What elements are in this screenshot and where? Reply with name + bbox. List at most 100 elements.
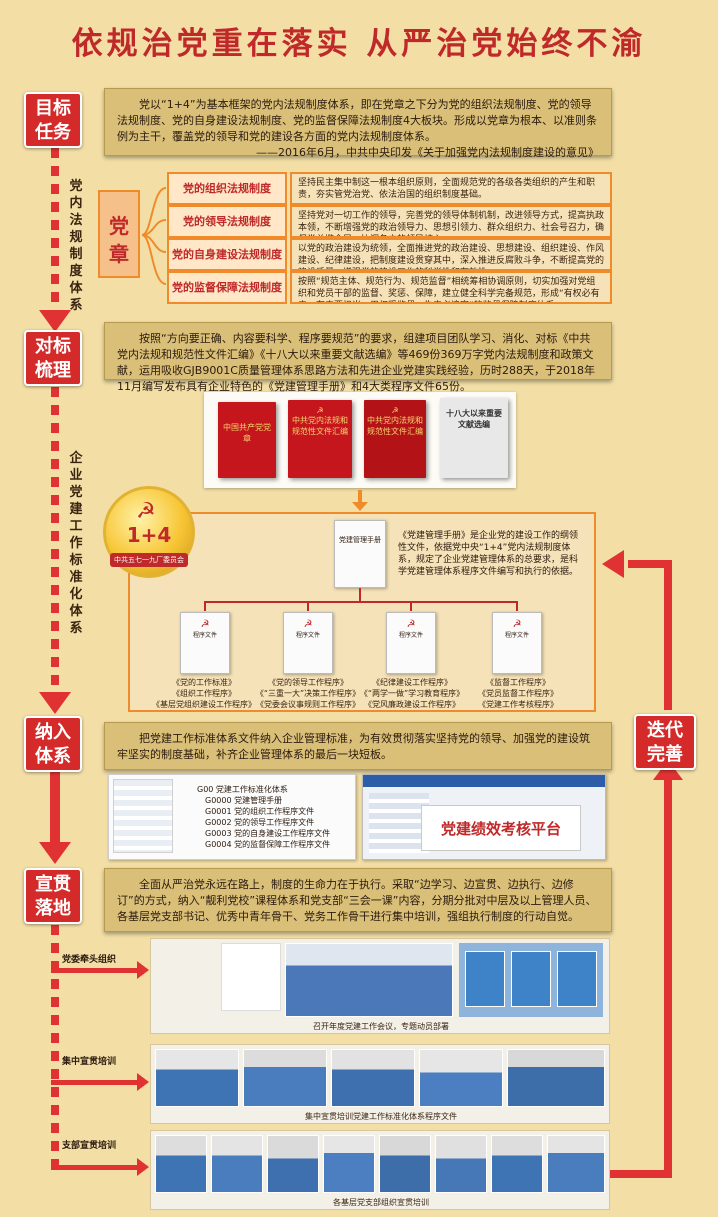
training-label-3: 支部宣贯培训 [62, 1141, 117, 1151]
target-text: 党以“1+4”为基本框架的党内法规制度体系，即在党章之下分为党的组织法规制度、党… [117, 98, 597, 143]
magazine-2 [511, 951, 551, 1007]
books-photo: 中国共产党党章 ☭ 中共党内法规和规范性文件汇编 ☭ 中共党内法规和规范性文件汇… [204, 392, 516, 488]
flow-line-4 [51, 925, 59, 1170]
branch-arrow-1 [137, 961, 149, 979]
tree-item-5: G0004 党的监督保障工作程序文件 [205, 840, 331, 849]
flow-line-2 [51, 387, 59, 697]
tree-item-2: G0001 党的组织工作程序文件 [205, 807, 315, 816]
platform-header [363, 775, 605, 787]
training-photo-doc [221, 943, 281, 1011]
tree-drop-1 [204, 601, 206, 611]
platform-screenshot: 党建绩效考核平台 [362, 774, 606, 860]
flow-line-3 [50, 772, 60, 847]
implement-text: 全面从严治党永远在路上，制度的生命力在于执行。采取“边学习、边宣贯、边执行、边修… [117, 878, 597, 923]
tree-root-line [359, 588, 361, 602]
branch-arrow-3 [137, 1158, 149, 1176]
training-label-1: 党委牵头组织 [62, 955, 117, 965]
rule-desc-organization: 坚持民主集中制这一根本组织原则，全面规范党的各级各类组织的产生和职责，夯实管党治… [290, 172, 612, 205]
strip2-photo-3 [331, 1049, 415, 1107]
tree-item-3: G0002 党的领导工作程序文件 [205, 818, 315, 827]
books-connector [358, 490, 362, 504]
loop-bottom-bar [600, 1170, 672, 1178]
stage-target: 目标 任务 [24, 92, 82, 148]
training-photo-magazines [459, 943, 603, 1017]
flow-arrow-2 [39, 692, 71, 714]
branch-1 [51, 968, 139, 973]
tree-item-1: G0000 党建管理手册 [205, 796, 283, 805]
benchmark-text: 按照“方向要正确、内容要科学、程序要规范”的要求，组建项目团队学习、消化、对标《… [117, 332, 595, 393]
training-strip-1: 召开年度党建工作会议，专题动员部署 [150, 938, 610, 1034]
book-4: 十八大以来重要文献选编 [440, 398, 508, 478]
sub-doc-1: ☭程序文件 [180, 612, 230, 674]
sub-doc-caption-3: 《纪律建设工作程序》 《“两学一做”学习教育程序》 《党风廉政建设工作程序》 [359, 678, 465, 709]
loop-up-line-1 [664, 560, 672, 710]
rule-name-supervision: 党的监督保障法规制度 [167, 271, 287, 304]
book-1: 中国共产党党章 [218, 402, 276, 478]
badge: ☭ 1+4 中共五七一九厂委员会 [103, 486, 195, 578]
rule-desc-leadership: 坚持党对一切工作的领导，完善党的领导体制机制，改进领导方式，提高执政本领，不断增… [290, 205, 612, 238]
tree-drop-3 [410, 601, 412, 611]
rule-desc-supervision: 按照“规范主体、规范行为、规范监督”相统筹相协调原则，切实加强对党组织和党员干部… [290, 271, 612, 304]
strip2-photo-4 [419, 1049, 503, 1107]
strip3-photo-1 [155, 1135, 207, 1193]
badge-emblem-icon: ☭ [136, 499, 156, 524]
strip3-photo-7 [491, 1135, 543, 1193]
badge-sub: 中共五七一九厂委员会 [110, 553, 188, 567]
rule-name-organization: 党的组织法规制度 [167, 172, 287, 205]
dangzhang-box: 党 章 [98, 190, 140, 278]
strip2-photo-2 [243, 1049, 327, 1107]
system-tree-screenshot: G00 党建工作标准化体系 G0000 党建管理手册 G0001 党的组织工作程… [108, 774, 356, 860]
page-title: 依规治党重在落实 从严治党始终不渝 [71, 26, 647, 62]
strip3-photo-3 [267, 1135, 319, 1193]
training-label-2: 集中宣贯培训 [62, 1057, 117, 1067]
manual-doc: 党建管理手册 [334, 520, 386, 588]
platform-list [369, 793, 429, 853]
training-caption-3: 各基层党支部组织宣贯培训 [333, 1198, 429, 1207]
strip3-photo-8 [547, 1135, 605, 1193]
implement-panel: 全面从严治党永远在路上，制度的生命力在于执行。采取“边学习、边宣贯、边执行、边修… [104, 868, 612, 932]
training-caption-1: 召开年度党建工作会议，专题动员部署 [313, 1022, 449, 1031]
tree-bar [205, 601, 517, 603]
vertical-label-standard: 企业党建工作标准化体系 [69, 451, 83, 636]
flow-line-1 [51, 148, 59, 316]
magazine-3 [557, 951, 597, 1007]
book-2: ☭ 中共党内法规和规范性文件汇编 [288, 400, 352, 478]
training-caption-2: 集中宣贯培训党建工作标准化体系程序文件 [305, 1112, 457, 1121]
branch-2 [51, 1080, 139, 1085]
training-photo-meeting [285, 943, 453, 1017]
strip3-photo-5 [379, 1135, 431, 1193]
books-connector-arrow [352, 502, 368, 511]
sub-doc-2: ☭程序文件 [283, 612, 333, 674]
strip2-photo-1 [155, 1049, 239, 1107]
stage-iterate: 迭代 完善 [634, 714, 696, 770]
tree-drop-2 [307, 601, 309, 611]
strip3-photo-6 [435, 1135, 487, 1193]
stage-integrate: 纳入 体系 [24, 716, 82, 772]
tree-drop-4 [516, 601, 518, 611]
tree-item-4: G0003 党的自身建设工作程序文件 [205, 829, 331, 838]
sub-doc-4: ☭程序文件 [492, 612, 542, 674]
rule-name-self-building: 党的自身建设法规制度 [167, 238, 287, 271]
sub-doc-caption-4: 《监督工作程序》 《党员监督工作程序》 《党建工作考核程序》 [478, 678, 558, 709]
training-strip-2: 集中宣贯培训党建工作标准化体系程序文件 [150, 1044, 610, 1124]
loop-top-arrow [602, 550, 624, 578]
sub-doc-caption-1: 《党的工作标准》 《组织工作程序》 《基层党组织建设工作程序》 [152, 678, 256, 709]
integrate-text: 把党建工作标准体系文件纳入企业管理标准，为有效贯彻落实坚持党的领导、加强党的建设… [117, 732, 590, 761]
vertical-label-rules: 党内法规制度体系 [69, 179, 83, 313]
branch-3 [51, 1165, 139, 1170]
manual-desc: 《党建管理手册》是企业党的建设工作的纲领性文件，依据党中央“1+4”党内法规制度… [398, 531, 579, 577]
platform-title: 党建绩效考核平台 [421, 805, 581, 851]
stage-implement: 宣贯 落地 [24, 868, 82, 924]
tree-sidebar [113, 779, 173, 853]
sub-doc-3: ☭程序文件 [386, 612, 436, 674]
target-source: ——2016年6月，中共中央印发《关于加强党内法规制度建设的意见》 [256, 146, 599, 159]
strip3-photo-2 [211, 1135, 263, 1193]
stage-benchmark: 对标 梳理 [24, 330, 82, 386]
branch-arrow-2 [137, 1073, 149, 1091]
magazine-1 [465, 951, 505, 1007]
tree-item-0: G00 党建工作标准化体系 [197, 785, 288, 794]
book-3: ☭ 中共党内法规和规范性文件汇编 [364, 400, 426, 478]
rule-name-leadership: 党的领导法规制度 [167, 205, 287, 238]
flow-arrow-3 [39, 842, 71, 864]
target-panel: 党以“1+4”为基本框架的党内法规制度体系，即在党章之下分为党的组织法规制度、党… [104, 88, 612, 159]
